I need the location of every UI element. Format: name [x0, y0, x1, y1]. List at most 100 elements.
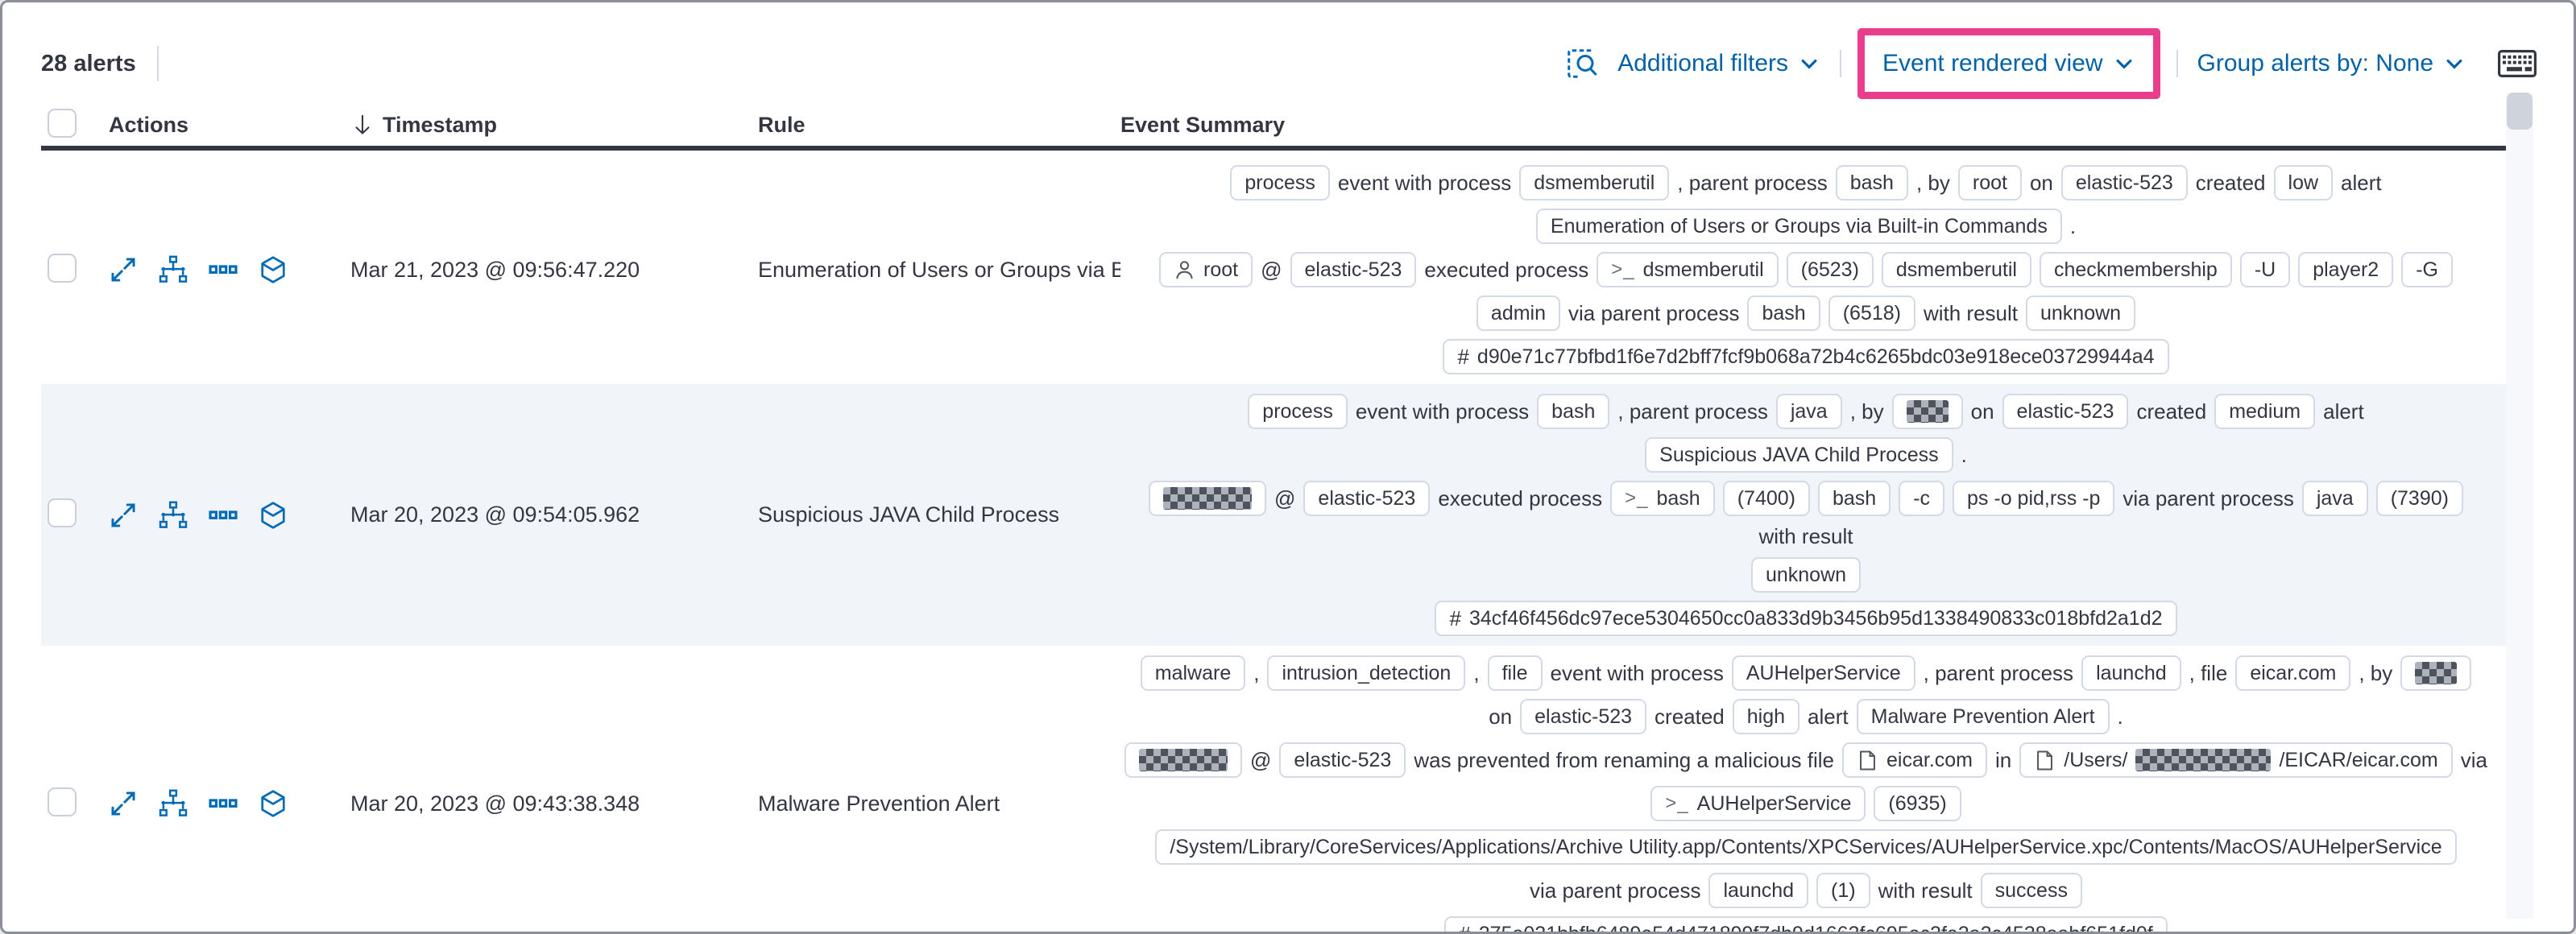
value-badge[interactable]: (6518) — [1828, 295, 1915, 331]
view-selector-button[interactable]: Event rendered view — [1878, 50, 2140, 77]
file-badge[interactable]: eicar.com — [1842, 742, 1987, 778]
redacted-badge[interactable] — [2400, 655, 2472, 691]
scrollbar-thumb[interactable] — [2507, 93, 2533, 130]
keyboard-shortcuts-icon[interactable] — [2498, 49, 2537, 78]
terminal-badge[interactable]: >_bash — [1610, 481, 1715, 516]
value-badge[interactable]: intrusion_detection — [1267, 655, 1466, 691]
value-badge[interactable]: process — [1230, 165, 1330, 200]
redacted-badge[interactable] — [1891, 394, 1963, 429]
value-badge[interactable]: root — [1957, 165, 2022, 200]
select-all-checkbox[interactable] — [48, 108, 77, 138]
redacted-badge[interactable] — [1124, 742, 1243, 778]
value-badge[interactable]: elastic-523 — [2002, 394, 2129, 429]
additional-filters-button[interactable]: Additional filters — [1613, 50, 1825, 77]
terminal-badge[interactable]: >_AUHelperService — [1650, 786, 1866, 821]
value-badge[interactable]: bash — [1747, 295, 1820, 331]
view-selector-label: Event rendered view — [1882, 50, 2103, 76]
analyze-event-icon[interactable] — [159, 255, 188, 284]
value-badge[interactable]: unknown — [2026, 295, 2136, 331]
value-badge[interactable]: eicar.com — [2235, 655, 2351, 691]
column-header-timestamp[interactable]: Timestamp — [339, 113, 734, 138]
redacted-badge[interactable] — [1149, 481, 1267, 516]
value-badge[interactable]: medium — [2214, 394, 2316, 429]
inspect-icon[interactable] — [1566, 48, 1598, 80]
value-badge[interactable]: java — [1775, 394, 1842, 429]
value-badge[interactable]: admin — [1476, 295, 1561, 331]
value-badge[interactable]: malware — [1140, 655, 1246, 691]
value-badge[interactable]: unknown — [1750, 557, 1862, 593]
value-badge[interactable]: /System/Library/CoreServices/Application… — [1155, 829, 2457, 865]
rule-cell[interactable]: Suspicious JAVA Child Process — [758, 502, 1060, 527]
group-alerts-button[interactable]: Group alerts by: None — [2193, 50, 2470, 77]
expand-alert-icon[interactable] — [109, 501, 138, 530]
value-badge[interactable]: checkmembership — [2039, 252, 2232, 287]
value-badge[interactable]: bash — [1537, 394, 1610, 429]
more-actions-icon[interactable] — [209, 789, 238, 818]
badge-text: elastic-523 — [2075, 171, 2173, 194]
value-badge[interactable]: elastic-523 — [2060, 165, 2188, 200]
value-badge[interactable]: file — [1487, 655, 1543, 691]
badge-text: malware — [1154, 661, 1232, 684]
user-badge[interactable]: root — [1159, 252, 1253, 287]
session-view-icon[interactable] — [259, 789, 288, 818]
value-badge[interactable]: elastic-523 — [1303, 481, 1431, 516]
session-view-icon[interactable] — [259, 255, 288, 284]
value-badge[interactable]: -U — [2239, 252, 2291, 287]
value-badge[interactable]: dsmemberutil — [1881, 252, 2031, 287]
value-badge[interactable]: launchd — [1708, 873, 1809, 908]
hash-badge[interactable]: #d90e71c77bfbd1f6e7d2bff7fcf9b068a72b4c6… — [1443, 339, 2169, 374]
more-actions-icon[interactable] — [209, 501, 238, 530]
hash-badge[interactable]: #34cf46f456dc97ece5304650cc0a833d9b3456b… — [1435, 601, 2177, 636]
rule-cell[interactable]: Malware Prevention Alert — [758, 791, 1000, 816]
value-badge[interactable]: (7390) — [2375, 481, 2463, 516]
file-badge[interactable]: /Users//EICAR/eicar.com — [2019, 742, 2453, 778]
value-badge[interactable]: bash — [1817, 481, 1891, 516]
value-badge[interactable]: AUHelperService — [1731, 655, 1915, 691]
value-badge[interactable]: process — [1248, 394, 1348, 429]
row-checkbox[interactable] — [48, 498, 77, 527]
badge-text: 275a021bbfb6489e54d471899f7db9d1663fc695… — [1478, 922, 2153, 934]
value-badge[interactable]: Malware Prevention Alert — [1856, 699, 2110, 734]
vertical-scrollbar[interactable] — [2506, 93, 2533, 919]
row-checkbox[interactable] — [48, 787, 77, 816]
session-view-icon[interactable] — [259, 501, 288, 530]
value-badge[interactable]: ps -o pid,rss -p — [1953, 481, 2115, 516]
event-summary-line: #d90e71c77bfbd1f6e7d2bff7fcf9b068a72b4c6… — [1443, 339, 2169, 374]
value-badge[interactable]: elastic-523 — [1279, 742, 1406, 778]
value-badge[interactable]: low — [2273, 165, 2334, 200]
value-badge[interactable]: (7400) — [1722, 481, 1810, 516]
value-badge[interactable]: launchd — [2081, 655, 2181, 691]
event-summary-line: Enumeration of Users or Groups via Built… — [1535, 209, 2076, 244]
value-badge[interactable]: Enumeration of Users or Groups via Built… — [1535, 209, 2062, 244]
row-checkbox[interactable] — [48, 253, 77, 283]
value-badge[interactable]: (1) — [1816, 873, 1870, 908]
badge-text: -G — [2416, 258, 2438, 281]
alert-count: 28 alerts — [41, 50, 136, 76]
value-badge[interactable]: dsmemberutil — [1519, 165, 1670, 200]
value-badge[interactable]: elastic-523 — [1520, 699, 1647, 734]
expand-alert-icon[interactable] — [109, 789, 138, 818]
analyze-event-icon[interactable] — [159, 789, 188, 818]
more-actions-icon[interactable] — [209, 255, 238, 284]
value-badge[interactable]: (6523) — [1786, 252, 1874, 287]
toolbar-divider — [156, 46, 159, 81]
analyze-event-icon[interactable] — [159, 501, 188, 530]
value-badge[interactable]: -c — [1899, 481, 1945, 516]
badge-text: admin — [1490, 301, 1547, 324]
hash-badge[interactable]: #275a021bbfb6489e54d471899f7db9d1663fc69… — [1444, 916, 2168, 934]
value-badge[interactable]: -G — [2401, 252, 2453, 287]
value-badge[interactable]: java — [2301, 481, 2368, 516]
value-badge[interactable]: elastic-523 — [1290, 252, 1417, 287]
value-badge[interactable]: (6935) — [1874, 786, 1961, 821]
expand-alert-icon[interactable] — [109, 255, 138, 284]
value-badge[interactable]: bash — [1835, 165, 1908, 200]
value-badge[interactable]: Suspicious JAVA Child Process — [1645, 437, 1953, 473]
rule-cell[interactable]: Enumeration of Users or Groups via Bui — [758, 257, 1120, 282]
summary-text: on — [1489, 704, 1513, 729]
badge-text: dsmemberutil — [1895, 258, 2017, 281]
value-badge[interactable]: player2 — [2298, 252, 2394, 287]
terminal-badge[interactable]: >_dsmemberutil — [1597, 252, 1779, 287]
value-badge[interactable]: high — [1732, 699, 1800, 734]
value-badge[interactable]: success — [1980, 873, 2082, 908]
